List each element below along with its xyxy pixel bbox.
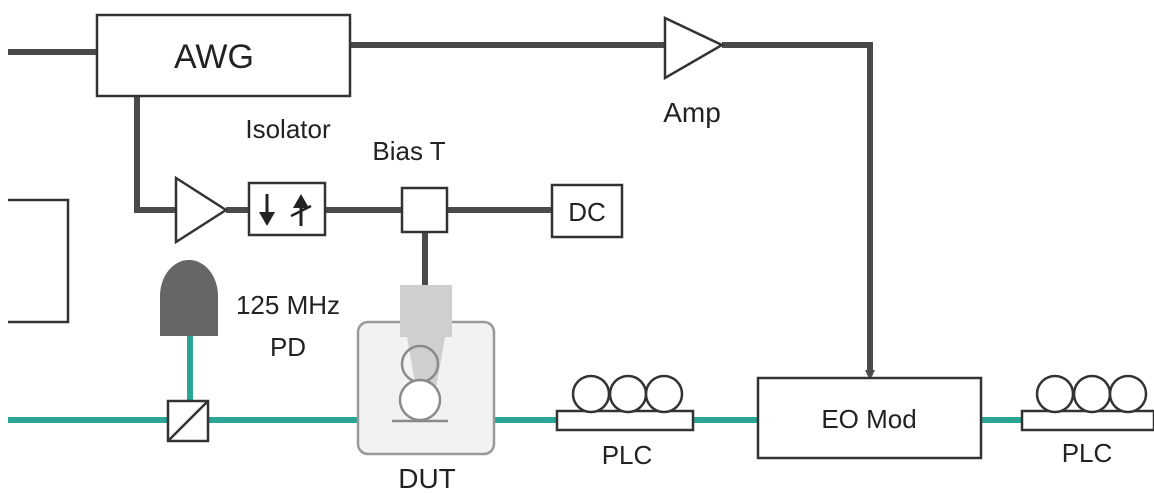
plc-right-label: PLC [1062, 438, 1113, 468]
awg-to-amp2-line [134, 96, 176, 213]
photodiode-icon [160, 260, 218, 336]
isolator-down-arrow-icon [259, 194, 275, 226]
electrical-lines [8, 42, 875, 380]
beam-splitter-icon [166, 399, 210, 443]
plc-right-icon [1020, 374, 1154, 432]
dc-box [550, 183, 624, 239]
pd-label-line1: 125 MHz [236, 290, 340, 320]
amp2-triangle [174, 175, 229, 245]
isolator-label: Isolator [245, 114, 331, 144]
bias-t-label: Bias T [372, 136, 445, 166]
dut-ring-lower-icon [398, 378, 442, 422]
amp-triangle [663, 16, 725, 81]
left-instrument-box [8, 198, 70, 324]
awg-box [95, 13, 352, 98]
bias-t-box [400, 186, 449, 234]
plc-left-label: PLC [602, 440, 653, 470]
plc-left-icon [555, 374, 695, 432]
isolator-box [247, 181, 327, 237]
amp-to-eomod-line [722, 42, 875, 380]
dut-label: DUT [398, 463, 456, 493]
isolator-up-arrow-icon [290, 194, 312, 226]
pd-label-line2: PD [270, 332, 306, 362]
eo-mod-label: EO Mod [821, 404, 916, 434]
eo-mod-box [756, 376, 983, 460]
dc-label: DC [568, 197, 606, 227]
awg-label: AWG [174, 38, 254, 76]
amp-label: Amp [663, 97, 721, 128]
